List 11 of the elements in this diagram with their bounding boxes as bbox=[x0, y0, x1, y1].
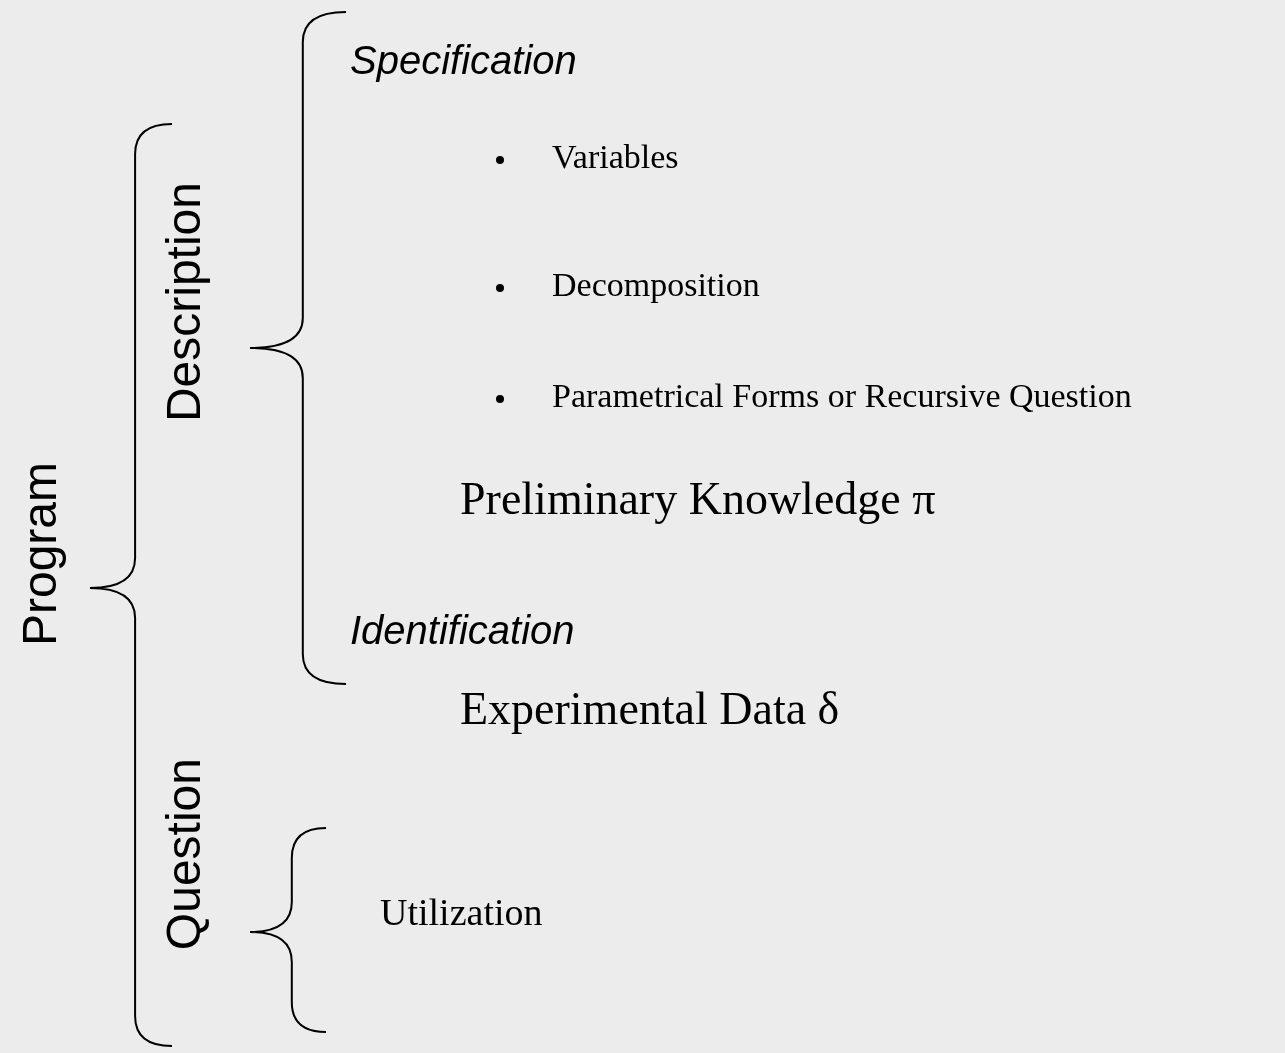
list-item: Variables bbox=[552, 138, 679, 176]
section-heading: Specification bbox=[350, 38, 577, 82]
rotated-heading: Question bbox=[158, 758, 211, 951]
item-text: Experimental Data δ bbox=[460, 684, 840, 735]
rotated-heading: Program bbox=[14, 462, 67, 647]
item-text: Utilization bbox=[380, 892, 543, 934]
item-text: Preliminary Knowledge π bbox=[460, 474, 936, 525]
list-item: Parametrical Forms or Recursive Question bbox=[552, 377, 1132, 415]
list-item: Decomposition bbox=[552, 266, 760, 304]
rotated-heading: Description bbox=[158, 182, 211, 423]
section-heading: Identification bbox=[350, 608, 575, 652]
